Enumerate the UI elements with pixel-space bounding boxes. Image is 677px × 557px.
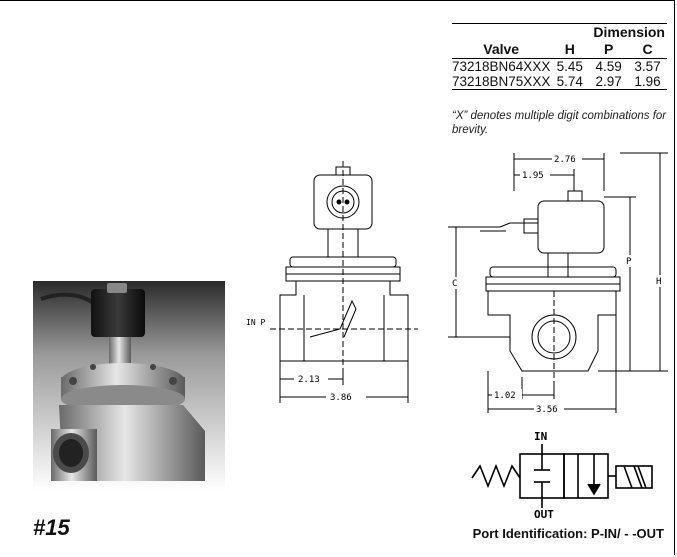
table-row: 73218BN75XXX 5.74 2.97 1.96 <box>452 74 667 90</box>
table-row: 73218BN64XXX 5.45 4.59 3.57 <box>452 59 667 75</box>
side-dim-p: P <box>626 257 632 267</box>
cell-h: 5.74 <box>550 74 590 90</box>
valve-schematic-symbol: IN OUT <box>471 430 653 521</box>
front-dim-outer: 3.86 <box>330 393 352 403</box>
front-view-drawing: IN P 2.13 3.86 <box>246 161 418 403</box>
cell-h: 5.45 <box>556 59 583 74</box>
side-dim-bottom-outer: 3.56 <box>536 405 558 415</box>
dimension-group-header: Dimension <box>593 24 665 40</box>
table-footnote: “X” denotes multiple digit combinations … <box>452 110 667 136</box>
cell-c: 1.96 <box>628 74 667 90</box>
port-identification-caption: Port Identification: P-IN/ - -OUT <box>472 526 664 541</box>
side-dim-top-inner: 1.95 <box>522 171 544 181</box>
side-view-drawing: 2.76 1.95 C P H 1.02 3.56 <box>448 152 668 415</box>
cell-c: 3.57 <box>634 59 661 74</box>
side-dim-h: H <box>656 277 661 287</box>
dimension-table-block: Dimension Valve H P C 73218BN64XXX 5.45 … <box>452 23 667 90</box>
column-header-c: C <box>628 41 667 59</box>
cell-p: 4.59 <box>595 59 622 74</box>
dimension-table: Dimension Valve H P C 73218BN64XXX 5.45 … <box>452 24 667 90</box>
front-port-label: IN P <box>246 318 265 327</box>
column-header-valve: Valve <box>452 41 551 59</box>
cell-valve: 73218BN75XXX <box>452 74 551 90</box>
valve-photo-image <box>33 281 225 491</box>
cell-p: 2.97 <box>589 74 629 90</box>
cell-valve: 73218BN64XXX <box>452 59 551 74</box>
product-number-label: #15 <box>33 515 70 540</box>
symbol-in-label: IN <box>534 430 547 443</box>
side-dim-c: C <box>452 279 457 289</box>
blank-header <box>452 24 550 41</box>
front-dim-inner: 2.13 <box>298 375 320 385</box>
column-header-p: P <box>589 41 629 59</box>
symbol-out-label: OUT <box>534 508 554 521</box>
side-dim-top-outer: 2.76 <box>554 155 576 165</box>
table-top-rule <box>452 23 667 24</box>
column-header-h: H <box>550 41 590 59</box>
side-dim-bottom-inner: 1.02 <box>494 391 516 401</box>
